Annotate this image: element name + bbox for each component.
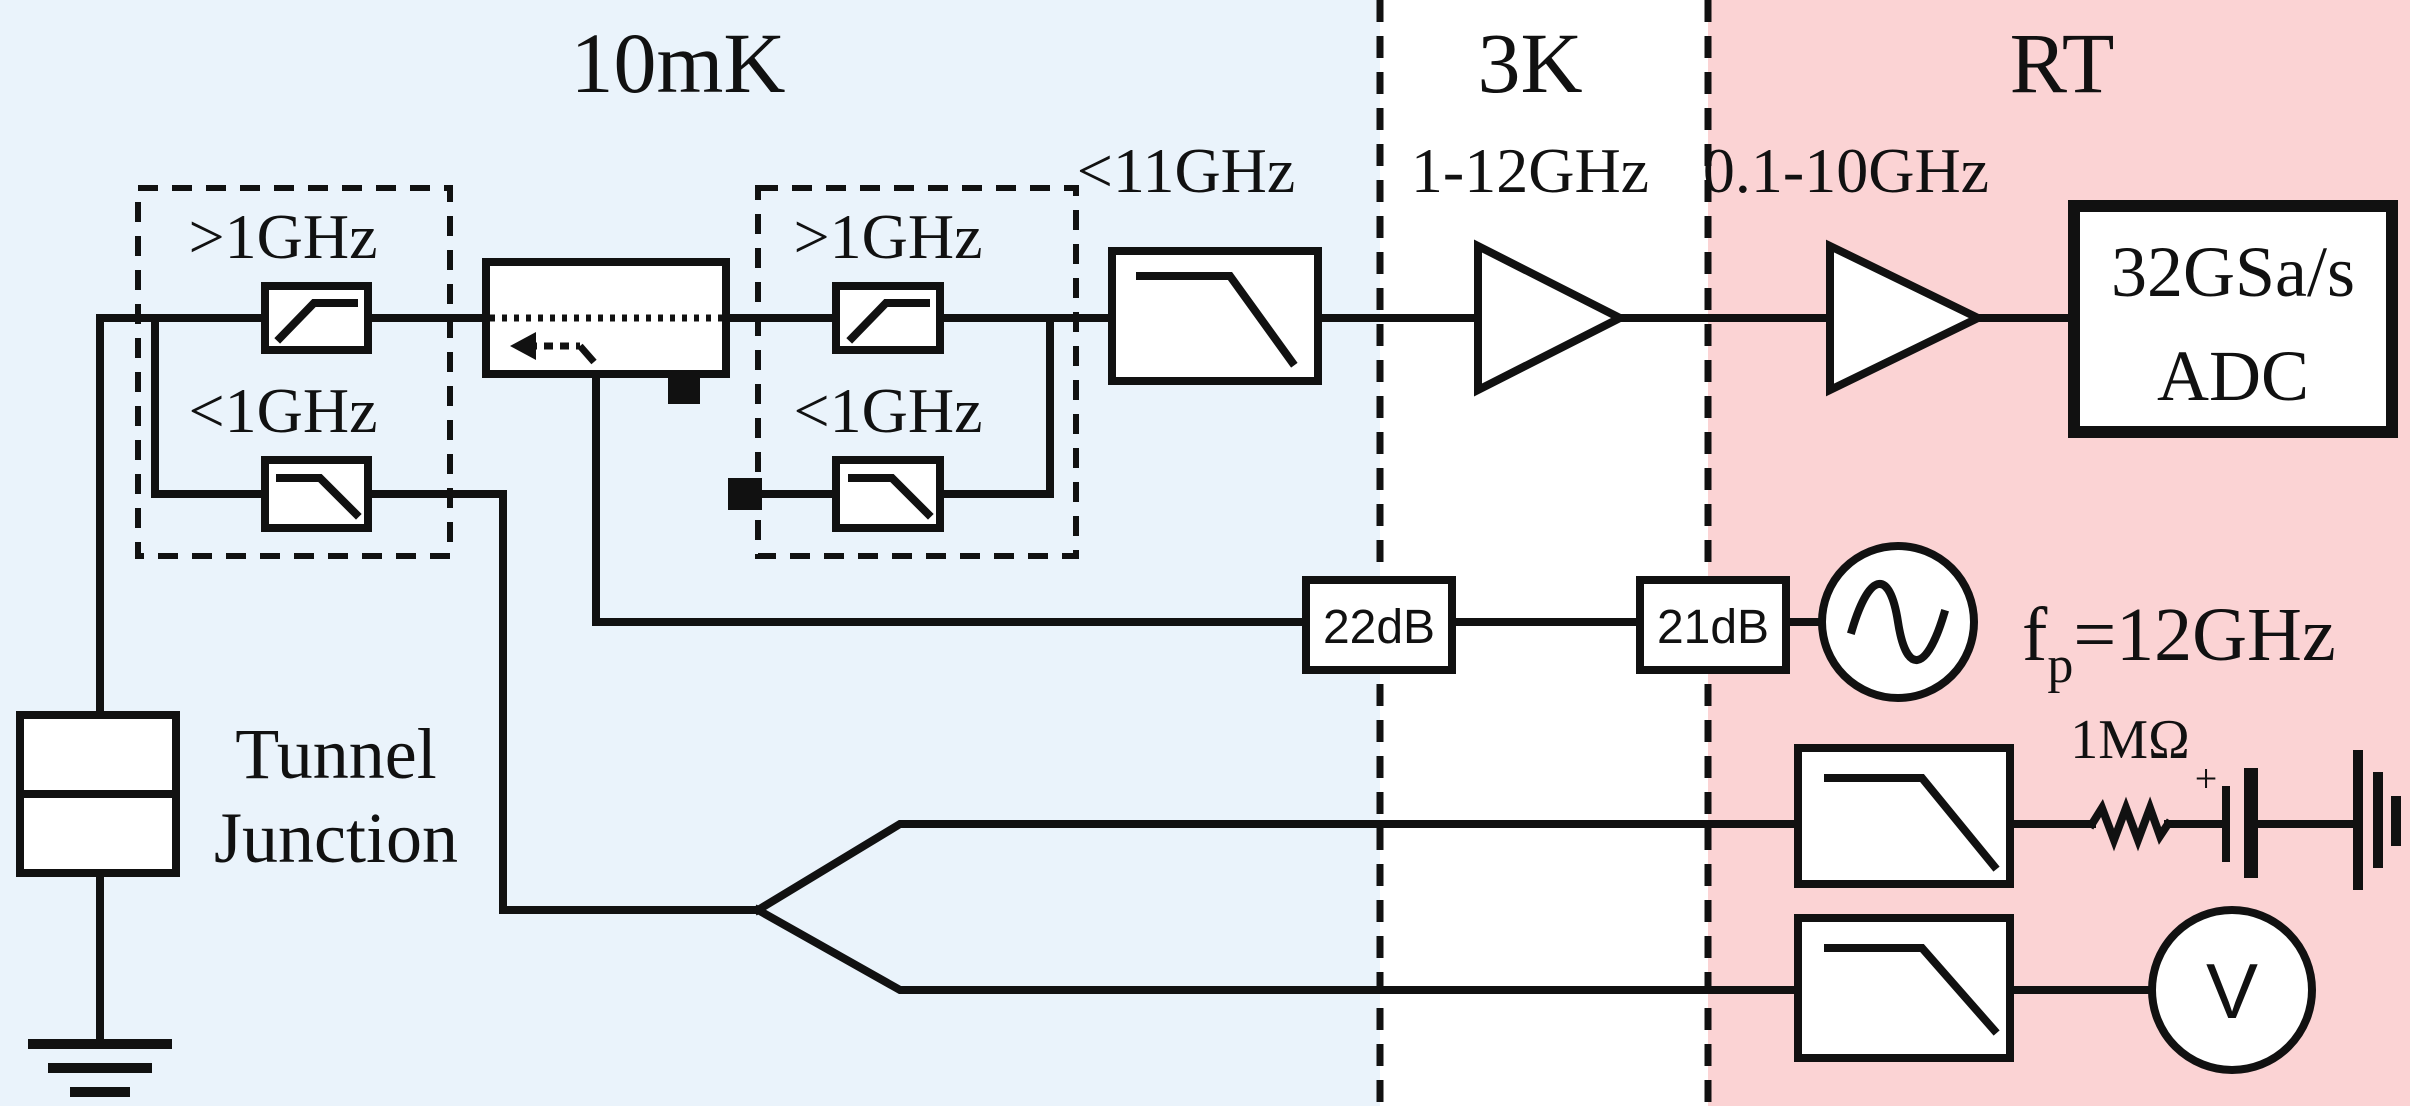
wire-pump-line <box>592 370 1310 626</box>
ground-symbol-junction <box>28 1039 172 1097</box>
amplifier-rt <box>1826 239 1988 397</box>
pump-subscript: p <box>2047 637 2073 694</box>
lowpass-filter-bias <box>1794 744 2014 888</box>
lowpass-filter-main <box>1108 247 1322 385</box>
lowpass-filter-left <box>261 456 372 532</box>
pump-frequency-label: fp=12GHz <box>2022 593 2336 694</box>
adc-rate-label: 32GSa/s <box>2111 232 2355 312</box>
attenuator-22db-label: 22dB <box>1323 601 1435 654</box>
adc-label: ADC <box>2157 336 2309 416</box>
diplexer-left-enclosure <box>135 185 453 559</box>
battery <box>2222 768 2258 878</box>
lowpass-filter-sense <box>1794 914 2014 1062</box>
lowpass-filter-right <box>832 456 944 532</box>
amplifier-band-label-rt: 0.1-10GHz <box>1703 135 1989 206</box>
voltmeter <box>2148 906 2316 1074</box>
highpass-filter-left <box>261 282 372 354</box>
wire-bias-split-lower <box>752 904 1802 994</box>
filter-label-left-hp: >1GHz <box>189 201 378 272</box>
voltmeter-label: V <box>2206 947 2258 1035</box>
amplifier-band-label-3k: 1-12GHz <box>1411 135 1649 206</box>
filter-label-right-lp: <1GHz <box>794 375 983 446</box>
battery-polarity-label: + <box>2195 756 2218 801</box>
wire-junction-to-diplexer <box>96 314 269 719</box>
ground-symbol-bias <box>2353 750 2401 890</box>
highpass-filter-right <box>832 282 944 354</box>
wire-diplexer2-low-branch <box>936 314 1054 498</box>
adc-box <box>2068 200 2398 438</box>
wire-diplexer-low-branch <box>151 314 269 498</box>
attenuator-21db-label: 21dB <box>1657 601 1769 654</box>
pump-source <box>1818 542 1978 702</box>
pump-value: =12GHz <box>2073 593 2335 677</box>
wire-dc-line <box>364 490 762 914</box>
device-label-line2: Junction <box>214 798 458 878</box>
zone-label-3k: 3K <box>1477 15 1582 111</box>
attenuator-21db <box>1636 576 1790 674</box>
zone-3k-background <box>1380 0 1708 1106</box>
filter-label-left-lp: <1GHz <box>189 375 378 446</box>
tunnel-junction <box>16 711 180 877</box>
filter-label-lowpass-main: <11GHz <box>1077 135 1296 206</box>
zone-label-rt: RT <box>2010 15 2115 111</box>
resistor-1mohm <box>2086 796 2174 852</box>
pump-symbol: f <box>2022 593 2048 677</box>
device-label-line1: Tunnel <box>235 714 436 794</box>
resistor-label: 1MΩ <box>2070 709 2189 771</box>
amplifier-3k <box>1474 239 1629 397</box>
directional-coupler <box>482 258 730 404</box>
filter-label-right-hp: >1GHz <box>794 201 983 272</box>
termination-load <box>728 478 762 510</box>
zone-label-10mk: 10mK <box>571 15 786 111</box>
wire-bias-split-upper <box>752 820 1802 916</box>
attenuator-22db <box>1302 576 1456 674</box>
